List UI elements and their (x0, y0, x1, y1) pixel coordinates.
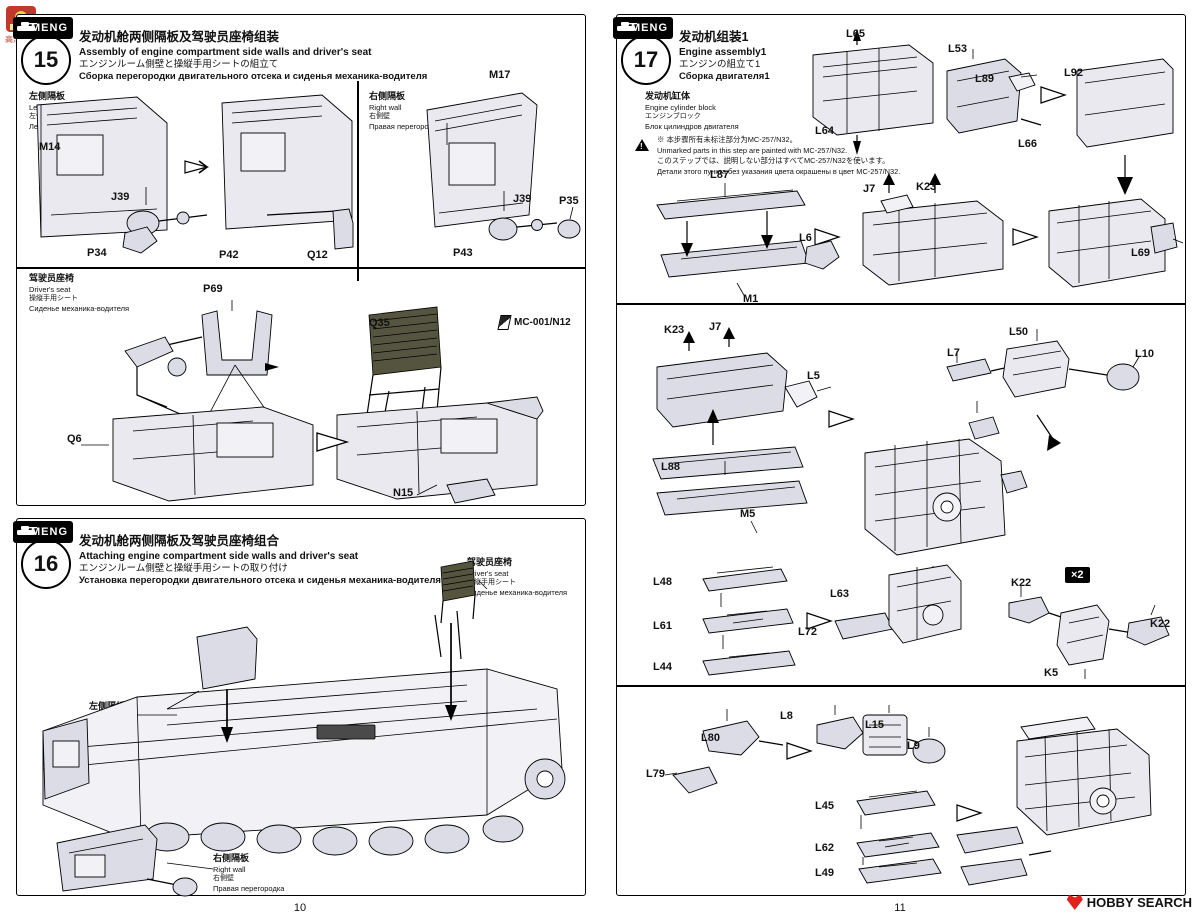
part-label-P42: P42 (219, 249, 239, 261)
part-label-L10: L10 (1135, 348, 1154, 360)
part-label-J7-row2: J7 (709, 321, 722, 333)
part-label-L5: L5 (807, 370, 820, 382)
panel-15-artwork (36, 92, 581, 504)
page-number-right: 11 (894, 902, 906, 914)
part-label-Q12: Q12 (307, 249, 328, 261)
step-17-note: ※ 本步骤所有未标注部分为MC-257/N32。 Unmarked parts … (657, 135, 901, 177)
subtitle-16-right-wall: 右侧隔板 Right wall 右側壁 Правая перегородка (213, 853, 285, 893)
meng-brand-text: MENG (31, 22, 68, 34)
part-label-L63: L63 (830, 588, 849, 600)
part-label-K23-row2: K23 (664, 324, 685, 336)
meng-logo-17: MENG (613, 17, 673, 39)
panel-15-vdivider (357, 81, 359, 281)
part-label-L49: L49 (815, 867, 834, 879)
panel-15-hdivider (17, 267, 585, 269)
panel-17-divider-1 (617, 303, 1185, 305)
step-16-title: 发动机舱两侧隔板及驾驶员座椅组合 Attaching engine compar… (79, 534, 441, 587)
meng-brand-text: MENG (631, 22, 668, 34)
step-15-number: 15 (21, 35, 71, 85)
part-label-K23-row1: K23 (916, 181, 937, 193)
part-label-L45: L45 (815, 800, 834, 812)
right-column: 17 MENG 发动机组装1 Engine assembly1 エンジンの組立て… (600, 0, 1200, 920)
part-label-P69: P69 (203, 283, 223, 295)
part-label-L79: L79 (646, 768, 665, 780)
watermark-hobby-search: HOBBY SEARCH (1066, 894, 1192, 910)
part-label-Q35: Q35 (369, 317, 390, 329)
part-label-N15: N15 (393, 487, 414, 499)
part-label-M5: M5 (740, 508, 756, 520)
page-number-left: 10 (293, 902, 307, 914)
part-label-L87: L87 (710, 169, 729, 181)
part-label-M14: M14 (39, 141, 61, 153)
meng-logo-15: MENG (13, 17, 73, 39)
tank-icon (617, 22, 637, 31)
part-label-L92: L92 (1064, 67, 1083, 79)
multiplier-badge: ×2 (1065, 567, 1090, 583)
panel-16-artwork (42, 560, 566, 897)
part-label-L9: L9 (907, 740, 920, 752)
subtitle-right-wall: 右侧隔板 Right wall 右側壁 Правая перегородка (369, 91, 441, 131)
part-label-L88: L88 (661, 461, 680, 473)
part-label-K5: K5 (1044, 667, 1059, 679)
part-label-L53: L53 (948, 43, 967, 55)
part-label-L50: L50 (1009, 326, 1028, 338)
subtitle-engine-cylinder-block: 发动机缸体 Engine cylinder block エンジンブロック Бло… (645, 91, 739, 131)
heart-icon (1066, 894, 1083, 910)
part-label-P34: P34 (87, 247, 107, 259)
part-label-J39-right: J39 (513, 193, 532, 205)
tank-icon (17, 526, 37, 535)
part-label-M1: M1 (743, 293, 759, 305)
part-label-L7: L7 (947, 347, 960, 359)
left-column: 高清图网 15 MENG 发动机舱两侧隔板及驾驶员座椅组装 Assembly o… (5, 6, 586, 914)
color-callout-15: MC-001/N12 (497, 315, 571, 330)
part-label-L72: L72 (798, 626, 817, 638)
part-label-L66: L66 (1018, 138, 1037, 150)
panel-17-artwork (652, 29, 1184, 886)
panel-step-17: 17 MENG 发动机组装1 Engine assembly1 エンジンの組立て… (613, 14, 1186, 896)
part-label-P43: P43 (453, 247, 473, 259)
part-label-L80: L80 (701, 732, 720, 744)
panel-step-16: 16 MENG 发动机舱两侧隔板及驾驶员座椅组合 Attaching engin… (13, 518, 586, 897)
part-label-K22-right: K22 (1150, 618, 1171, 630)
part-label-J39-left: J39 (111, 191, 130, 203)
part-label-L89: L89 (975, 73, 994, 85)
panel-17-divider-2 (617, 685, 1185, 687)
part-label-L61: L61 (653, 620, 672, 632)
panel-step-15: 15 MENG 发动机舱两侧隔板及驾驶员座椅组装 Assembly of eng… (13, 14, 586, 506)
meng-brand-text: MENG (31, 526, 68, 538)
part-label-L62: L62 (815, 842, 834, 854)
paint-swatch-icon (497, 315, 512, 330)
part-label-L48: L48 (653, 576, 672, 588)
part-label-J7-row1: J7 (863, 183, 876, 195)
part-label-L6: L6 (799, 232, 812, 244)
part-label-M17: M17 (489, 69, 511, 81)
warning-icon (635, 139, 649, 151)
tank-icon (17, 22, 37, 31)
part-label-Q6: Q6 (67, 433, 82, 445)
subtitle-16-seat: 驾驶员座椅 Driver's seat 操縦手用シート Сиденье меха… (467, 557, 568, 597)
part-label-L69: L69 (1131, 247, 1150, 259)
meng-logo-16: MENG (13, 521, 73, 543)
step-15-title: 发动机舱两侧隔板及驾驶员座椅组装 Assembly of engine comp… (79, 30, 428, 83)
step-17-title: 发动机组装1 Engine assembly1 エンジンの組立て1 Сборка… (679, 30, 770, 83)
part-label-K22-top: K22 (1011, 577, 1032, 589)
part-label-L44: L44 (653, 661, 672, 673)
part-label-L65: L65 (846, 28, 865, 40)
part-label-L8: L8 (780, 710, 793, 722)
subtitle-drivers-seat: 驾驶员座椅 Driver's seat 操縦手用シート Сиденье меха… (29, 273, 130, 313)
part-label-P35: P35 (559, 195, 579, 207)
part-label-L64: L64 (815, 125, 834, 137)
part-label-L15: L15 (865, 719, 884, 731)
